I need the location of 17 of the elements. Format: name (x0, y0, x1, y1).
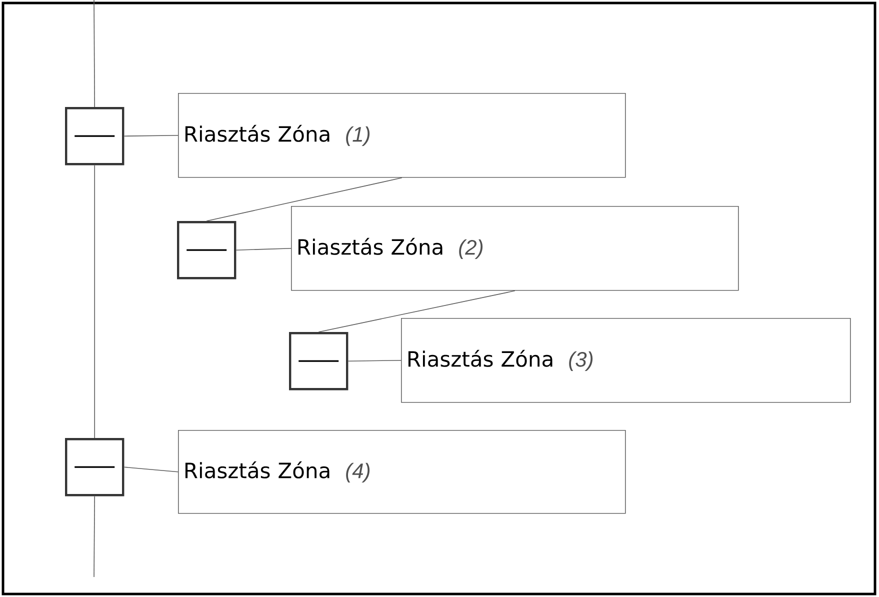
collapse-box (289, 332, 348, 390)
connector-line (348, 360, 402, 362)
text-box: Riasztás Zóna (3) (401, 318, 851, 403)
collapse-box (65, 438, 124, 496)
connector-line (124, 466, 178, 472)
collapse-box (177, 221, 236, 280)
connector-line (94, 164, 95, 438)
text-box: Riasztás Zóna (1) (178, 93, 626, 178)
text-box: Riasztás Zóna (2) (291, 206, 739, 291)
connector-line (94, 0, 95, 108)
text-box: Riasztás Zóna (4) (178, 430, 626, 514)
connector-line (206, 177, 402, 222)
connector-line (318, 290, 516, 332)
connector-line (94, 496, 95, 578)
connector-line (236, 248, 292, 250)
connector-line (124, 135, 178, 136)
collapse-box (65, 107, 124, 166)
